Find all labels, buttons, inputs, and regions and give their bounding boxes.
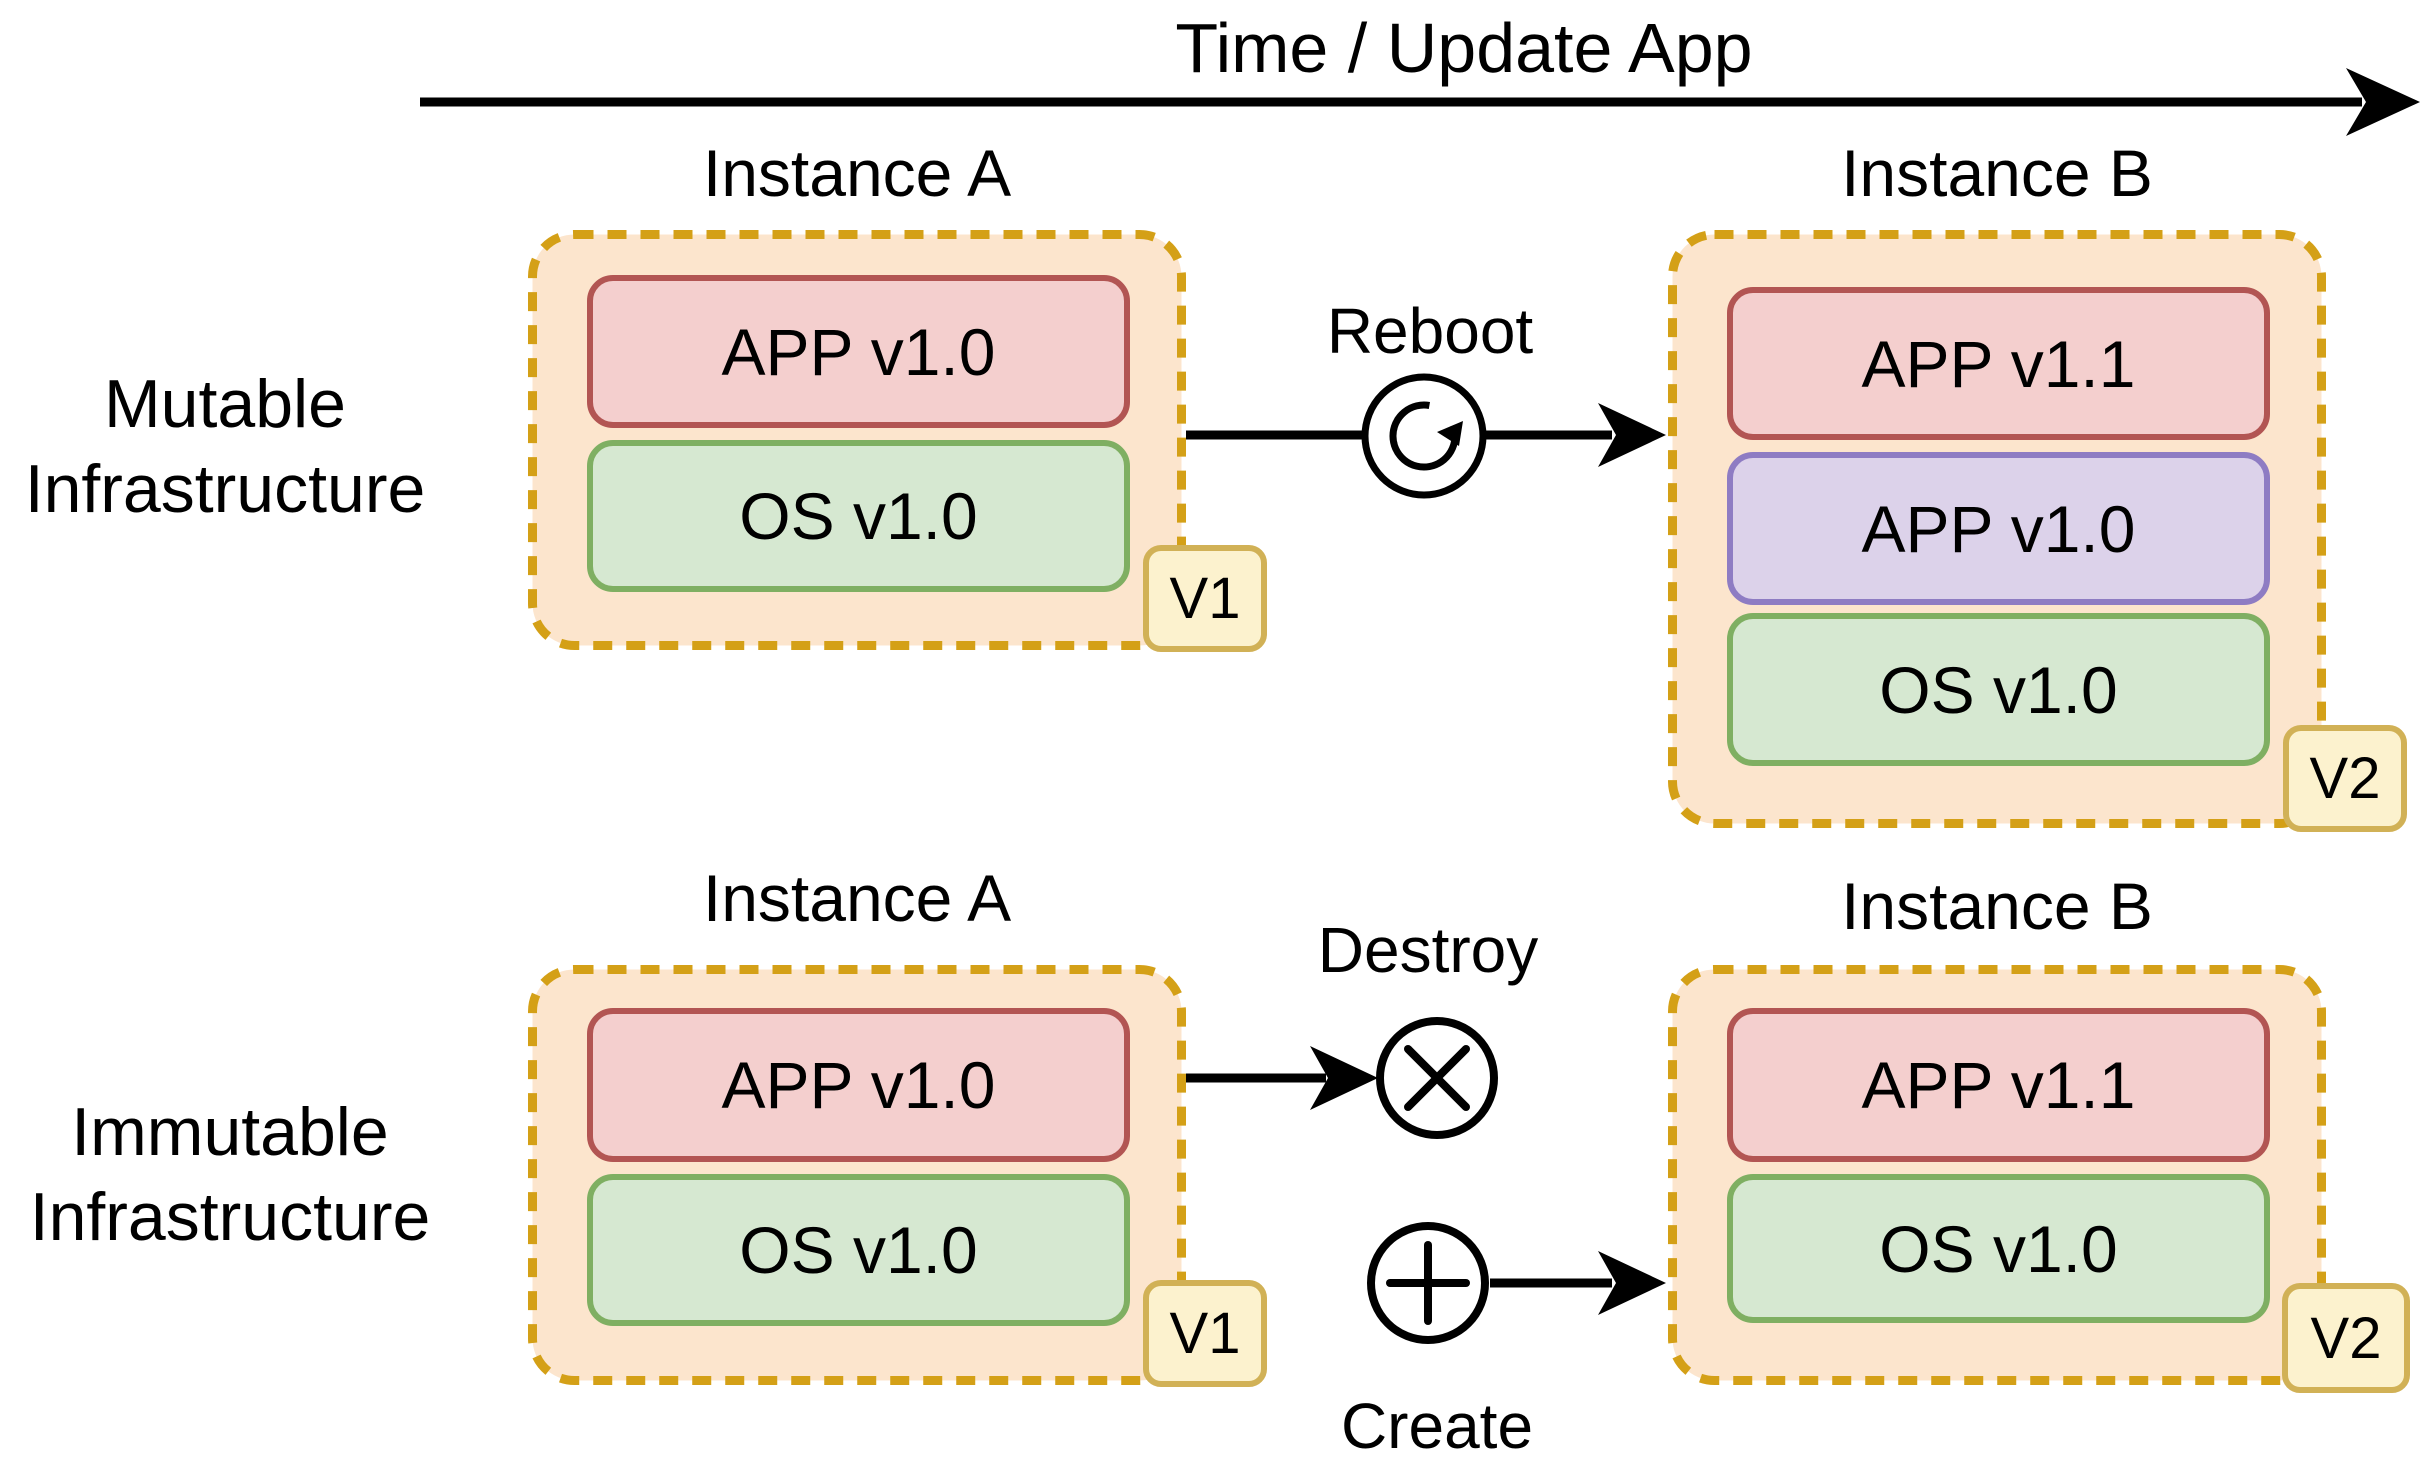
circled-plus-icon [1367, 1222, 1489, 1344]
create-arrow [1490, 1251, 1666, 1315]
arrowhead-right-icon [1598, 1251, 1666, 1315]
reboot-label: Reboot [1326, 295, 1534, 367]
immutable-instance-b-app-box: APP v1.1 [1727, 1008, 2270, 1162]
immutable-instance-b-title: Instance B [1841, 869, 2153, 943]
mutable-row-label-line1: Mutable [104, 366, 346, 442]
immutable-instance-a-version-badge: V1 [1143, 1280, 1267, 1387]
arrowhead-right-icon [1598, 403, 1666, 467]
reboot-arrow [1186, 403, 1666, 467]
mutable-instance-a-app-box: APP v1.0 [587, 275, 1130, 428]
mutable-instance-b-app-new-box: APP v1.1 [1727, 287, 2270, 440]
mutable-row-label: Mutable Infrastructure [0, 362, 450, 532]
mutable-instance-b-os-box: OS v1.0 [1727, 613, 2270, 766]
mutable-instance-b-title: Instance B [1841, 136, 2153, 210]
mutable-instance-a-title: Instance A [702, 136, 1012, 210]
timeline-label: Time / Update App [1175, 9, 1753, 87]
create-label: Create [1340, 1390, 1534, 1462]
mutable-instance-a-version-badge: V1 [1143, 545, 1267, 652]
destroy-label: Destroy [1317, 914, 1539, 986]
immutable-instance-a-app-box: APP v1.0 [587, 1008, 1130, 1162]
immutable-instance-b-version-badge: V2 [2282, 1283, 2410, 1393]
mutable-instance-a-os-box: OS v1.0 [587, 440, 1130, 592]
arrowhead-right-icon [1310, 1046, 1378, 1110]
immutable-instance-b-os-box: OS v1.0 [1727, 1174, 2270, 1323]
arrowhead-right-icon [2346, 68, 2420, 136]
immutable-instance-a-os-box: OS v1.0 [587, 1174, 1130, 1326]
circled-x-icon [1376, 1017, 1498, 1139]
reboot-cycle-icon [1361, 373, 1487, 499]
mutable-instance-b-version-badge: V2 [2283, 725, 2407, 832]
destroy-arrow [1186, 1046, 1378, 1110]
immutable-row-label-line2: Infrastructure [29, 1179, 431, 1255]
immutable-row-label: Immutable Infrastructure [0, 1090, 460, 1260]
immutable-instance-a-title: Instance A [702, 861, 1012, 935]
mutable-row-label-line2: Infrastructure [24, 451, 426, 527]
immutable-row-label-line1: Immutable [71, 1094, 389, 1170]
mutable-instance-b-app-old-box: APP v1.0 [1727, 452, 2270, 605]
